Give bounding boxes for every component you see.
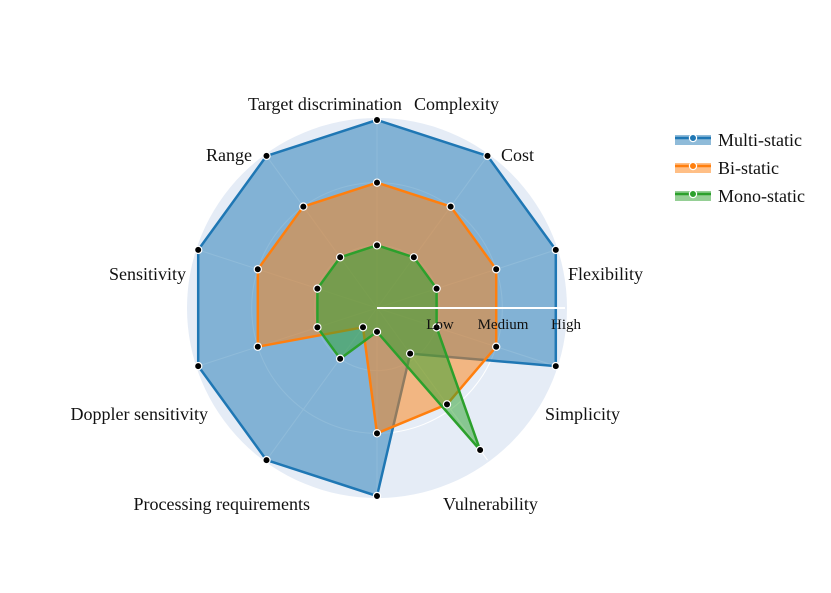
data-point — [475, 445, 485, 455]
radial-ticks: Low Medium High — [377, 307, 582, 333]
tick-label: Medium — [478, 317, 529, 333]
data-point — [262, 151, 271, 161]
legend-marker — [688, 133, 698, 143]
data-point — [483, 151, 492, 161]
data-point — [432, 323, 441, 332]
data-point — [442, 400, 452, 409]
data-point — [432, 284, 441, 293]
data-point — [253, 265, 263, 274]
legend-label: Bi-static — [718, 158, 779, 178]
legend-item-multi-static[interactable]: Multi-static — [675, 130, 802, 150]
data-point — [194, 245, 203, 255]
category-label: Simplicity — [545, 404, 620, 424]
data-point — [409, 253, 419, 262]
data-point — [313, 323, 322, 332]
data-point — [551, 245, 560, 255]
category-label: Range — [206, 145, 252, 165]
legend-label: Mono-static — [718, 186, 805, 206]
data-point — [372, 327, 382, 337]
data-point — [335, 253, 345, 262]
legend-marker — [688, 161, 698, 171]
data-point — [358, 323, 368, 332]
data-point — [372, 178, 382, 187]
data-point — [194, 361, 203, 371]
data-point — [335, 354, 345, 363]
data-point — [491, 265, 501, 274]
tick-label: Low — [426, 317, 454, 333]
data-point — [253, 342, 263, 351]
data-point — [299, 202, 308, 211]
legend-item-bi-static[interactable]: Bi-static — [675, 158, 779, 178]
legend-label: Multi-static — [718, 130, 802, 150]
data-point — [405, 349, 415, 358]
legend-marker — [688, 189, 698, 199]
category-label: Processing requirements — [134, 494, 310, 514]
category-label: Cost — [501, 145, 534, 165]
data-point — [372, 241, 382, 250]
category-label: Complexity — [414, 94, 499, 114]
data-point — [372, 115, 382, 125]
data-point — [446, 202, 455, 211]
data-point — [372, 429, 382, 438]
category-label: Vulnerability — [443, 494, 538, 514]
data-point — [491, 342, 501, 351]
category-label: Target discrimination — [248, 94, 402, 114]
data-point — [262, 455, 271, 465]
data-point — [372, 491, 382, 501]
data-point — [313, 284, 322, 293]
category-labels: Target discrimination ComplexityCostFlexi… — [71, 94, 644, 514]
category-label: Doppler sensitivity — [71, 404, 209, 424]
category-label: Sensitivity — [109, 264, 186, 284]
category-label: Flexibility — [568, 264, 643, 284]
tick-label: High — [551, 317, 582, 333]
legend-item-mono-static[interactable]: Mono-static — [675, 186, 805, 206]
data-point — [551, 361, 560, 371]
